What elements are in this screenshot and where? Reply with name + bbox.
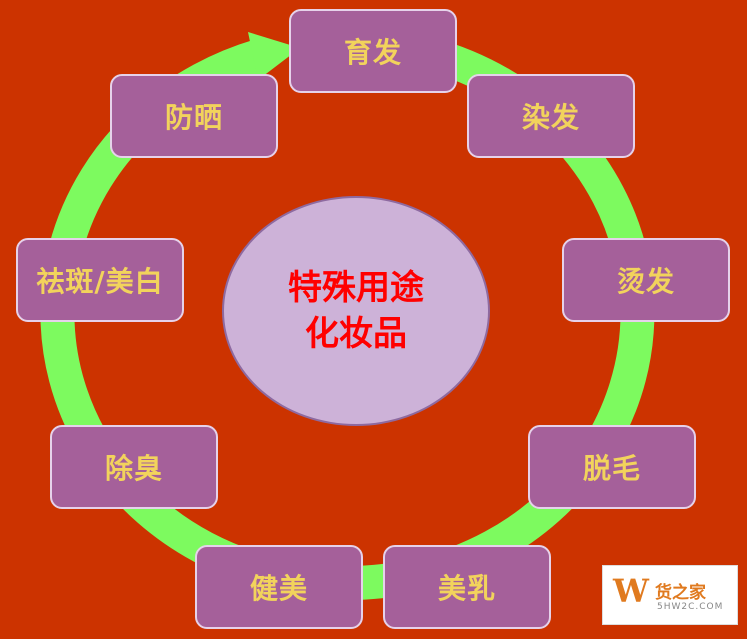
node-label: 育发 [343, 36, 402, 69]
node-hair-growth: 育发 [289, 9, 457, 93]
node-sunscreen: 防晒 [110, 74, 278, 158]
node-label: 染发 [521, 101, 580, 134]
node-breast-beauty: 美乳 [383, 545, 551, 629]
node-hair-dye: 染发 [467, 74, 635, 158]
node-label: 除臭 [104, 452, 163, 485]
watermark-url: 5HW2C.COM [657, 602, 724, 612]
node-perm: 烫发 [562, 238, 730, 322]
node-hair-removal: 脱毛 [528, 425, 696, 509]
node-label: 健美 [249, 572, 308, 605]
node-deodorant: 除臭 [50, 425, 218, 509]
watermark-brand: 货之家 [655, 583, 706, 603]
node-spot-whitening: 祛斑/美白 [16, 238, 184, 322]
node-label: 防晒 [164, 101, 223, 134]
center-title: 特殊用途 化妆品 [222, 196, 490, 426]
node-body-fitness: 健美 [195, 545, 363, 629]
node-label: 烫发 [616, 265, 675, 298]
node-label: 脱毛 [582, 452, 641, 485]
center-title-line2: 化妆品 [305, 314, 407, 354]
watermark-logo-letter: W [613, 572, 649, 610]
center-title-line1: 特殊用途 [288, 268, 424, 308]
node-label: 美乳 [437, 572, 496, 605]
watermark-logo: W 货之家 5HW2C.COM [602, 565, 738, 625]
node-label: 祛斑/美白 [36, 265, 164, 298]
